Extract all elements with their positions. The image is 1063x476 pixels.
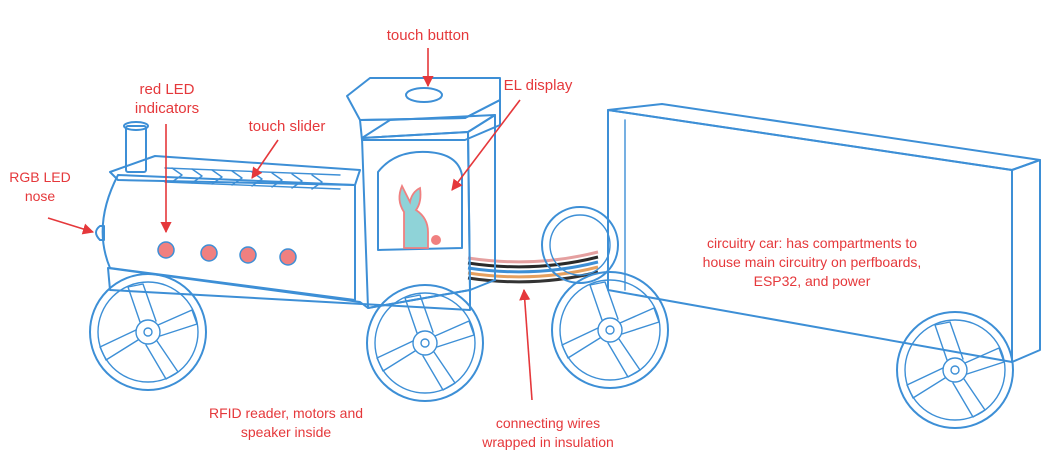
wheel-car-rear [896, 311, 1014, 429]
label-circuitry-line1: circuitry car: has compartments to [706, 235, 918, 251]
label-red-led-line2: indicators [134, 100, 200, 117]
arrow-el-display [451, 99, 521, 191]
label-rfid-line2: speaker inside [240, 424, 332, 440]
label-circuitry-line3: ESP32, and power [753, 273, 871, 289]
arrow-wires [519, 288, 533, 401]
arrow-rgb-nose [47, 217, 95, 235]
rgb-led-nose [95, 225, 105, 241]
locomotive [95, 77, 501, 311]
label-wires: connecting wires wrapped in insulation [468, 414, 628, 452]
label-red-led-line1: red LED [139, 81, 195, 98]
label-el-display-text: EL display [503, 77, 573, 94]
touch-slider [164, 167, 341, 190]
label-touch-button-text: touch button [386, 27, 470, 44]
annotation-arrows [47, 48, 533, 401]
el-display [377, 150, 463, 251]
label-wires-line1: connecting wires [495, 415, 601, 431]
red-led-indicators [157, 241, 297, 266]
cab [346, 77, 501, 309]
label-rgb-line2: nose [24, 188, 56, 204]
label-touch-slider-text: touch slider [248, 118, 326, 135]
touch-button [405, 87, 443, 103]
arrow-touch-slider [251, 139, 279, 179]
label-rfid-line1: RFID reader, motors and [208, 405, 364, 421]
label-circuitry-car: circuitry car: has compartments to house… [676, 234, 948, 291]
label-red-led: red LED indicators [112, 80, 222, 118]
wheel-loco-rear [366, 284, 484, 402]
label-rfid: RFID reader, motors and speaker inside [186, 404, 386, 442]
circuitry-car [607, 103, 1041, 363]
label-touch-button: touch button [364, 26, 492, 45]
bunny-figure [398, 183, 441, 249]
label-circuitry-line2: house main circuitry on perfboards, [702, 254, 922, 270]
label-rgb-led: RGB LED nose [2, 168, 78, 206]
connecting-wires [467, 250, 599, 284]
label-el-display: EL display [488, 76, 588, 95]
label-rgb-line1: RGB LED [9, 169, 71, 185]
wheel-car-front-back [541, 206, 619, 284]
smokestack [123, 121, 149, 173]
label-wires-line2: wrapped in insulation [482, 434, 614, 450]
label-touch-slider: touch slider [232, 117, 342, 136]
